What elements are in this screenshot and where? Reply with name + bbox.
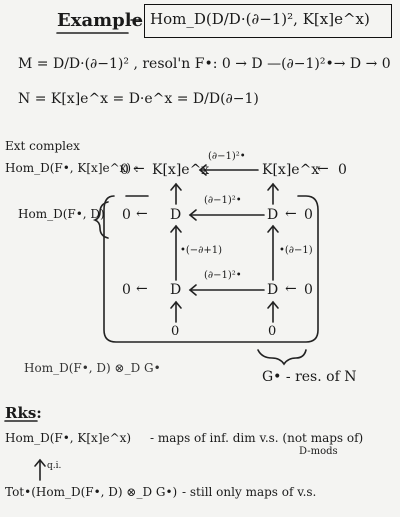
G-brace — [257, 349, 307, 366]
top-arrow-right: ← — [317, 161, 329, 177]
vmap-right-label: •(∂−1) — [279, 245, 313, 256]
top-term-left: K[x]e^x — [152, 162, 210, 178]
bottom-zero-right: 0 — [268, 324, 277, 339]
row1-map-label: (∂−1)²• — [204, 195, 242, 206]
vmap-left-label: •(−∂+1) — [180, 245, 222, 256]
row2-arrow-right: ← — [285, 281, 297, 297]
row2-zero-left: 0 — [122, 282, 131, 298]
top-zero-left: 0 — [120, 162, 129, 178]
rks-line2-rhs: - still only maps of v.s. — [182, 485, 317, 499]
row1-arrow-right: ← — [285, 206, 297, 222]
rks-line1-rhs: - maps of inf. dim v.s. (not maps of) — [150, 431, 364, 445]
row2-zero-right: 0 — [304, 282, 313, 298]
example-label: Example — [57, 10, 144, 31]
row1-D-left: D — [170, 207, 182, 223]
bottom-zero-left: 0 — [171, 324, 180, 339]
top-arrow-left: ← — [133, 161, 145, 177]
ext-header: Ext complex — [5, 139, 80, 153]
rks-header: Rks: — [5, 404, 42, 422]
row1-zero-left: 0 — [122, 207, 131, 223]
top-term-right: K[x]e^x — [262, 162, 320, 178]
hom-F-D-label: Hom_D(F•, D) — [18, 207, 105, 221]
row1-zero-right: 0 — [304, 207, 313, 223]
qi-label: q.i. — [47, 461, 62, 471]
tensor-label: Hom_D(F•, D) ⊗_D G• — [24, 361, 161, 375]
row2-map-label: (∂−1)²• — [204, 270, 242, 281]
title-box — [144, 4, 392, 38]
rks-line2-lhs: Tot•(Hom_D(F•, D) ⊗_D G•) — [5, 485, 178, 499]
top-map-label: (∂−1)²• — [208, 151, 246, 162]
grid-bracket — [103, 195, 319, 343]
rks-line1-lhs: Hom_D(F•, K[x]e^x) — [5, 431, 132, 445]
M-definition: M = D/D·(∂−1)² , resol'n F•: 0 → D —(∂−1… — [18, 56, 391, 72]
title-expression: Hom_D(D/D·(∂−1)², K[x]e^x) — [150, 10, 370, 28]
G-resolution-label: G• - res. of N — [262, 369, 357, 385]
left-brace — [92, 201, 109, 239]
rks-line1-sub: D-mods — [299, 446, 338, 457]
row2-D-right: D — [267, 282, 279, 298]
row1-arrow-left: ← — [136, 206, 148, 222]
top-zero-right: 0 — [338, 162, 347, 178]
N-definition: N = K[x]e^x = D·e^x = D/D(∂−1) — [18, 91, 259, 107]
hom-F-Kxex-label: Hom_D(F•, K[x]e^x) : — [5, 161, 139, 175]
row2-arrow-left: ← — [136, 281, 148, 297]
row2-D-left: D — [170, 282, 182, 298]
row1-D-right: D — [267, 207, 279, 223]
